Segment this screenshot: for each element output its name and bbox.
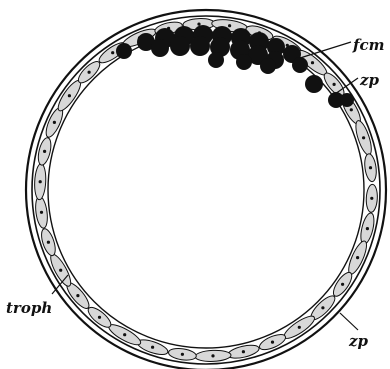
inner-cell-mass-cell	[260, 58, 276, 74]
trophoblast-nucleus	[111, 51, 114, 54]
trophoblast-nucleus	[43, 150, 46, 153]
trophoblast-nucleus	[366, 227, 369, 230]
label-zp-lower: zp	[348, 332, 369, 350]
trophoblast-nucleus	[356, 256, 359, 259]
inner-cell-mass-cell	[190, 36, 210, 56]
trophoblast-nucleus	[47, 241, 50, 244]
zona-pellucida-inner	[32, 16, 380, 364]
trophoblast-nucleus	[370, 197, 373, 200]
trophoblast-nucleus	[98, 316, 101, 319]
trophoblast-nucleus	[151, 346, 154, 349]
label-troph: troph	[6, 299, 52, 317]
trophoblast-nucleus	[321, 306, 324, 309]
trophoblast-nucleus	[298, 326, 301, 329]
inner-cell-mass-cell	[340, 93, 354, 107]
trophoblast-nucleus	[181, 353, 184, 356]
trophoblast-nucleus	[88, 71, 91, 74]
trophoblast-nucleus	[123, 333, 126, 336]
trophoblast-nucleus	[242, 350, 245, 353]
zp-lower-leader-line	[340, 313, 358, 330]
inner-cell-mass-cell	[236, 54, 252, 70]
inner-cell-mass-cell	[305, 75, 323, 93]
inner-cell-mass-cell	[151, 39, 169, 57]
trophoblast-nucleus	[271, 341, 274, 344]
trophoblast-nucleus	[40, 211, 43, 214]
label-fcm: fcm	[352, 36, 384, 54]
trophoblast-nucleus	[76, 294, 79, 297]
trophoblast-nucleus	[53, 121, 56, 124]
zona-pellucida-outer	[26, 10, 386, 369]
inner-cell-mass-cell	[116, 43, 132, 59]
trophoblast-nucleus	[333, 83, 336, 86]
inner-cell-mass-cell	[292, 57, 308, 73]
trophoblast-nucleus	[362, 136, 365, 139]
trophoblast-nucleus	[39, 180, 42, 183]
label-zp-upper: zp	[359, 71, 380, 89]
trophoblast-nucleus	[211, 354, 214, 357]
trophoblast-nucleus	[68, 94, 71, 97]
trophoblast-nucleus	[228, 24, 231, 27]
trophoblast-nucleus	[197, 23, 200, 26]
trophoblast-nucleus	[311, 61, 314, 64]
trophoblast-nucleus	[350, 108, 353, 111]
trophoblast-layer	[34, 18, 378, 362]
inner-cell-mass-cell	[170, 36, 190, 56]
trophoblast-nucleus	[59, 269, 62, 272]
inner-cell-mass-cell	[208, 52, 224, 68]
trophoblast-nucleus	[369, 166, 372, 169]
trophoblast-nucleus	[341, 283, 344, 286]
